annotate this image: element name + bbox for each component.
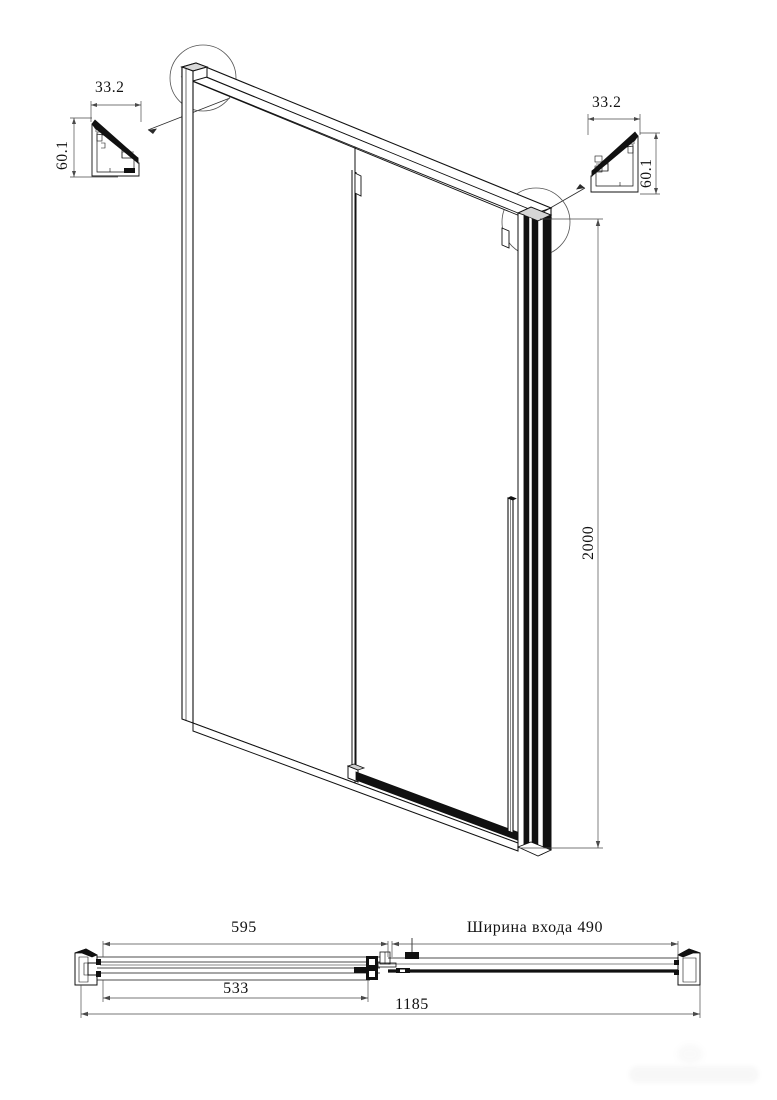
- plan-view: 595 Ширина входа 490 533: [74, 919, 701, 1018]
- right-detail-height-label: 60.1: [638, 158, 655, 188]
- plan-sliding-door-line: [388, 957, 678, 973]
- left-detail-circle: [169, 44, 237, 112]
- left-detail-height-dimension: [70, 117, 118, 178]
- plan-right-end-cap: [674, 948, 701, 986]
- right-vertical-post: [516, 206, 553, 857]
- left-detail-height-label: 60.1: [54, 140, 71, 170]
- right-detail-width-label: 33.2: [592, 94, 622, 111]
- plan-dimension-533: [102, 980, 369, 1002]
- top-rail: [180, 62, 553, 224]
- plan-dimension-entrance: [391, 941, 679, 957]
- isometric-height-dimension: [520, 218, 603, 849]
- fixed-glass-panel: [192, 80, 356, 784]
- isometric-height-label: 2000: [580, 526, 597, 560]
- plan-dimension-entrance-label: Ширина входа 490: [467, 919, 603, 936]
- isometric-shower-door-view: 2000: [180, 62, 603, 857]
- left-detail-callout: 33.2 60.1: [54, 44, 237, 178]
- plan-dimension-595: [102, 941, 389, 957]
- plan-left-end-cap: [74, 948, 101, 986]
- plan-dimension-595-label: 595: [231, 919, 257, 936]
- door-handle: [507, 496, 517, 834]
- center-mullion: [346, 170, 366, 783]
- left-profile-section-geometry: [91, 119, 140, 177]
- right-detail-callout: 33.2 60.1: [501, 94, 660, 257]
- left-detail-width-label: 33.2: [95, 79, 125, 96]
- plan-dimension-533-label: 533: [223, 980, 249, 997]
- plan-dimension-1185: [80, 985, 701, 1018]
- right-profile-section-geometry: [590, 131, 639, 193]
- plan-dimension-1185-label: 1185: [395, 996, 429, 1013]
- right-detail-height-dimension: [640, 132, 660, 195]
- left-vertical-post: [181, 66, 194, 724]
- bottom-rail: [192, 722, 521, 852]
- left-detail-width-dimension: [90, 101, 142, 122]
- plan-center-mechanism: [354, 938, 419, 980]
- plan-track-lines: [97, 956, 380, 981]
- sliding-glass-door-panel: [354, 146, 519, 844]
- right-detail-width-dimension: [587, 114, 641, 135]
- wall-bracket: [501, 227, 510, 249]
